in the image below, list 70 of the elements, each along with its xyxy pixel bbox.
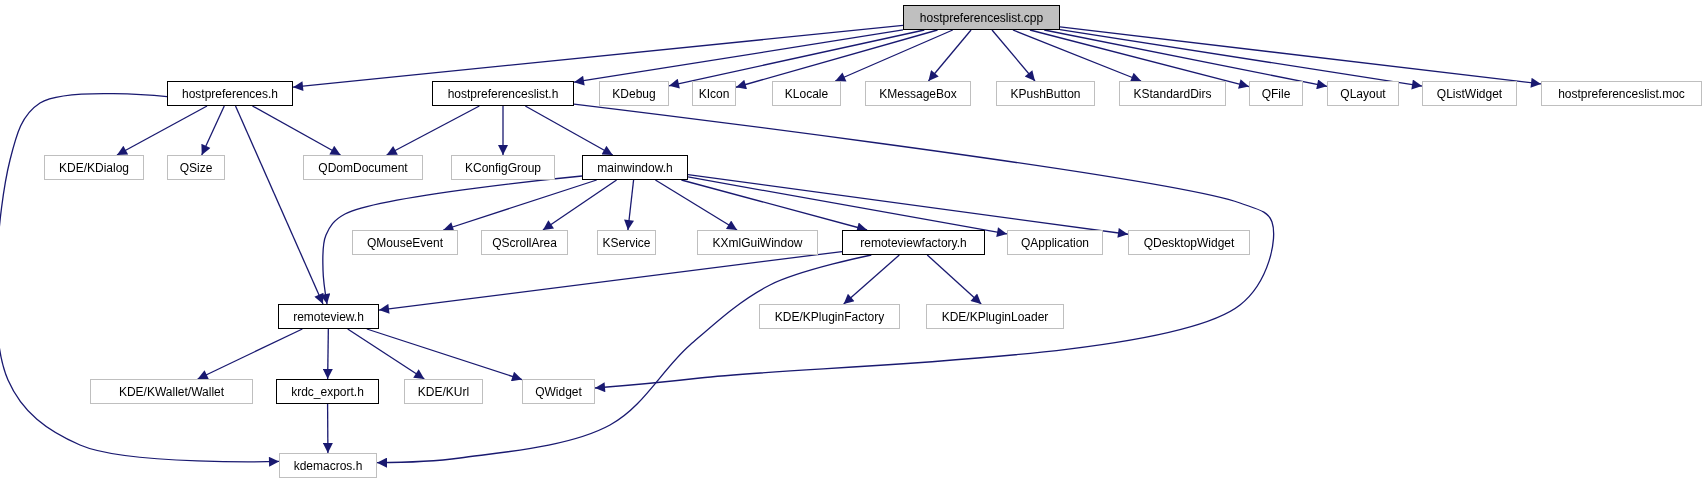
arrow — [1043, 29, 1328, 90]
arrow — [573, 103, 1275, 393]
arrow — [735, 29, 939, 90]
arrow — [292, 24, 904, 92]
header-box: KDE/KWallet/Wallet — [90, 379, 253, 404]
arrow — [654, 179, 738, 231]
arrow — [322, 403, 333, 454]
header-box: QDomDocument — [303, 155, 423, 180]
arrow — [0, 92, 280, 467]
header-box: KMessageBox — [865, 81, 971, 106]
file-box: hostpreferences.h — [167, 81, 293, 106]
arrow — [1059, 29, 1423, 90]
header-box: KService — [597, 230, 656, 255]
arrow — [991, 29, 1036, 82]
arrow — [201, 105, 225, 156]
header-box: KConfigGroup — [451, 155, 555, 180]
header-box: QMouseEvent — [352, 230, 458, 255]
header-box: KLocale — [772, 81, 841, 106]
header-box: QApplication — [1007, 230, 1103, 255]
header-box: kdemacros.h — [279, 453, 377, 478]
arrow — [687, 174, 1129, 238]
arrow — [843, 254, 900, 305]
arrow — [366, 328, 523, 382]
arrow — [687, 176, 1008, 238]
file-box: krdc_export.h — [276, 379, 379, 404]
arrow — [197, 328, 303, 380]
header-box: KDE/KPluginLoader — [926, 304, 1064, 329]
header-box: KStandardDirs — [1119, 81, 1226, 106]
file-box: hostpreferenceslist.cpp — [903, 5, 1060, 30]
arrow — [347, 328, 425, 380]
header-box: QDesktopWidget — [1128, 230, 1250, 255]
arrow — [498, 105, 508, 156]
arrow — [624, 179, 635, 231]
arrow — [926, 254, 982, 305]
arrow — [1059, 26, 1542, 88]
arrow — [1029, 29, 1250, 89]
header-box: QFile — [1249, 81, 1303, 106]
header-box: KDE/KDialog — [44, 155, 144, 180]
arrow — [524, 105, 614, 156]
header-box: hostpreferenceslist.moc — [1541, 81, 1702, 106]
arrow — [668, 29, 925, 89]
file-box: remoteviewfactory.h — [842, 230, 985, 255]
arrow — [376, 254, 872, 468]
header-box: KDE/KPluginFactory — [759, 304, 900, 329]
arrow — [573, 29, 904, 86]
arrow — [116, 105, 208, 156]
file-box: hostpreferenceslist.h — [432, 81, 574, 106]
header-box: KDE/KUrl — [404, 379, 483, 404]
arrow — [542, 179, 618, 231]
header-box: QLayout — [1327, 81, 1399, 106]
arrow — [251, 105, 342, 156]
header-box: KXmlGuiWindow — [697, 230, 818, 255]
header-box: KDebug — [599, 81, 669, 106]
header-box: QListWidget — [1422, 81, 1517, 106]
arrow — [1012, 29, 1142, 82]
arrow — [442, 179, 598, 232]
file-box: remoteview.h — [278, 304, 379, 329]
header-box: QScrollArea — [481, 230, 568, 255]
header-box: QSize — [167, 155, 225, 180]
header-box: QWidget — [522, 379, 595, 404]
arrow — [834, 29, 954, 82]
file-box: mainwindow.h — [582, 155, 688, 180]
arrow — [927, 29, 972, 82]
arrow — [378, 250, 843, 314]
arrow — [234, 105, 324, 305]
arrow — [386, 105, 480, 156]
arrow — [322, 328, 333, 380]
header-box: KIcon — [692, 81, 736, 106]
arrow — [320, 175, 583, 305]
header-box: KPushButton — [996, 81, 1095, 106]
